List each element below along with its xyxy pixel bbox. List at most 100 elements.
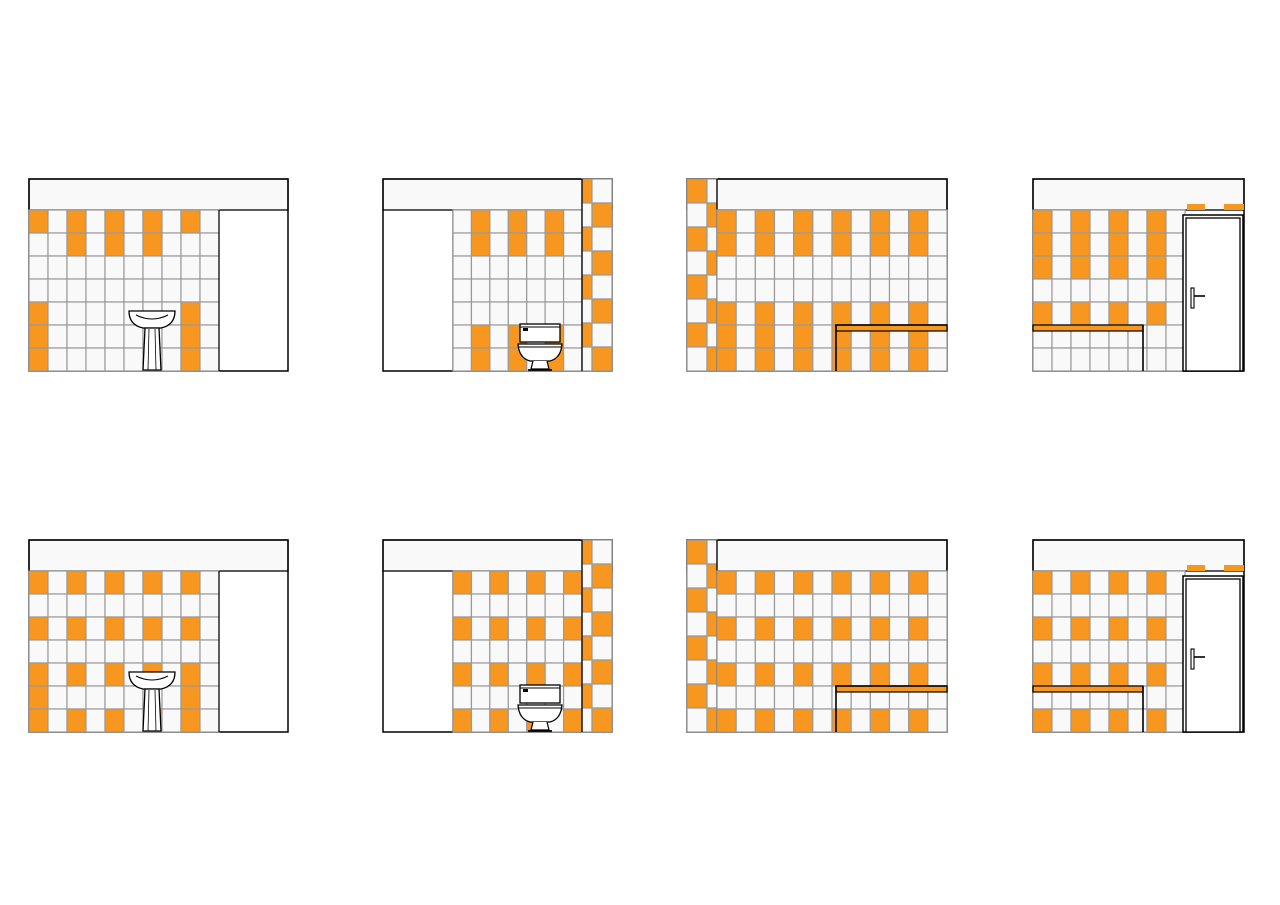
tile — [591, 635, 613, 661]
side-wall-tiles — [716, 209, 948, 372]
tile — [544, 662, 565, 687]
tile-accent — [716, 616, 737, 641]
door-plate — [1190, 648, 1195, 670]
tile-accent — [104, 708, 125, 733]
tile — [1051, 593, 1072, 618]
tile — [716, 593, 737, 618]
toilet-base — [530, 360, 550, 370]
tile — [706, 587, 718, 613]
tile-accent — [28, 301, 49, 326]
tile — [47, 570, 68, 595]
tile-accent — [1032, 616, 1053, 641]
tile — [85, 616, 106, 641]
tile — [123, 232, 144, 257]
tile — [773, 301, 795, 326]
tile-accent — [908, 209, 929, 234]
tile — [66, 593, 87, 618]
tile — [85, 593, 106, 618]
tile — [470, 685, 491, 710]
tile-accent — [66, 209, 87, 234]
tile — [812, 708, 833, 733]
tile — [812, 232, 833, 257]
pedestal-line — [147, 689, 150, 732]
tile-accent — [581, 178, 593, 204]
tile — [686, 202, 708, 228]
tile — [754, 639, 776, 664]
tile — [85, 278, 106, 303]
tile — [888, 278, 910, 303]
tile — [850, 301, 871, 326]
tile-accent — [1146, 708, 1167, 733]
tile — [812, 278, 833, 303]
basin-bowl — [135, 314, 169, 320]
tile — [66, 255, 87, 280]
toilet-wall-tiles — [452, 570, 583, 733]
tile-accent — [754, 232, 776, 257]
tile — [66, 685, 87, 710]
tile — [1127, 347, 1148, 372]
tile-accent — [66, 570, 87, 595]
tile — [489, 324, 509, 349]
tile-accent — [831, 209, 852, 234]
tile — [773, 324, 795, 349]
tile — [1127, 301, 1148, 326]
tile-accent — [452, 662, 473, 687]
tile-accent — [1070, 616, 1091, 641]
tile-accent — [754, 570, 776, 595]
tile-accent — [581, 635, 593, 661]
pedestal — [142, 327, 162, 371]
tile — [831, 255, 852, 280]
tile — [1089, 708, 1110, 733]
tile-accent — [1146, 616, 1167, 641]
tile — [1051, 301, 1072, 326]
tile-accent — [1108, 232, 1129, 257]
tile — [888, 593, 910, 618]
tile — [1108, 593, 1129, 618]
tile — [161, 616, 182, 641]
tile — [161, 685, 182, 710]
tile — [104, 278, 125, 303]
tile-accent — [1032, 570, 1053, 595]
tile-accent — [686, 178, 708, 204]
tile — [507, 570, 528, 595]
tile — [793, 685, 814, 710]
tile — [161, 593, 182, 618]
tile — [591, 587, 613, 613]
tile — [686, 250, 708, 276]
tile — [489, 347, 509, 372]
tile-accent — [28, 570, 49, 595]
tile — [1146, 593, 1167, 618]
tile-accent — [591, 250, 613, 276]
tile — [1051, 255, 1072, 280]
tile-accent — [66, 616, 87, 641]
tile-accent — [28, 662, 49, 687]
tile — [452, 639, 473, 664]
tile — [735, 616, 756, 641]
tile — [1070, 347, 1091, 372]
elevation-panels — [28, 178, 1245, 733]
tile-accent — [869, 708, 891, 733]
tile — [161, 708, 182, 733]
tile — [735, 301, 756, 326]
tile — [1165, 570, 1186, 595]
tile — [1089, 616, 1110, 641]
elevation-row-layout-b — [28, 539, 1245, 733]
tile — [1127, 616, 1148, 641]
tile-accent — [1108, 570, 1129, 595]
tile — [544, 570, 565, 595]
tile — [927, 278, 948, 303]
tile-accent — [1032, 232, 1053, 257]
tile — [1089, 662, 1110, 687]
tile-accent — [591, 202, 613, 228]
tile — [47, 708, 68, 733]
lintel-tile — [1224, 565, 1244, 571]
tile — [706, 539, 718, 565]
tile-accent — [507, 209, 528, 234]
bench-edge — [835, 324, 947, 371]
tile — [161, 347, 182, 372]
tile — [85, 301, 106, 326]
tile — [735, 708, 756, 733]
tile-accent — [104, 209, 125, 234]
tile — [161, 639, 182, 664]
tile — [28, 255, 49, 280]
